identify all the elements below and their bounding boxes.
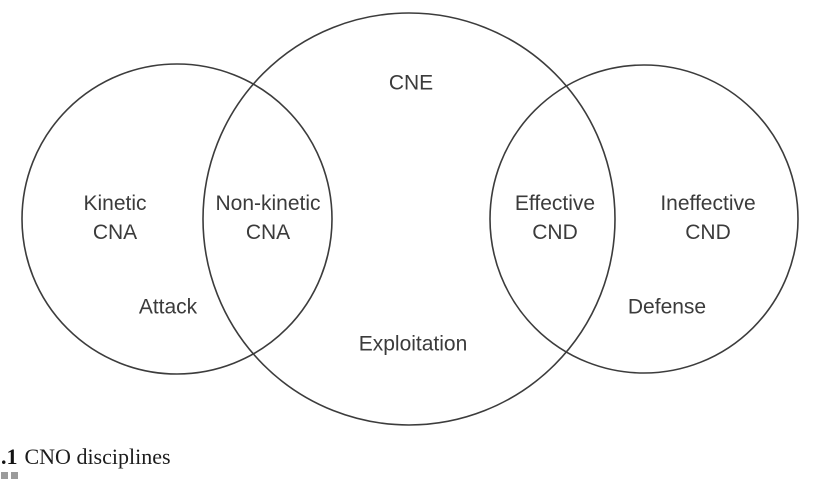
- kinetic-cna-label: Kinetic CNA: [83, 192, 147, 244]
- attack-label: Attack: [138, 295, 198, 319]
- figure-caption-title: CNO disciplines: [24, 444, 171, 469]
- defense-circle: [489, 64, 799, 374]
- effective-cnd-label: Effective CND: [514, 192, 596, 244]
- cne-label: CNE: [388, 71, 434, 95]
- defense-label: Defense: [627, 295, 707, 319]
- attack-circle: [21, 63, 333, 375]
- non-kinetic-cna-label: Non-kinetic CNA: [215, 192, 321, 244]
- exploitation-circle: [202, 12, 616, 426]
- figure-caption-number: .1: [1, 444, 18, 469]
- ineffective-cnd-label: Ineffective CND: [660, 192, 756, 244]
- exploitation-label: Exploitation: [358, 332, 468, 356]
- cropped-text-artifact: [1, 472, 8, 479]
- cropped-text-artifact: [11, 472, 18, 479]
